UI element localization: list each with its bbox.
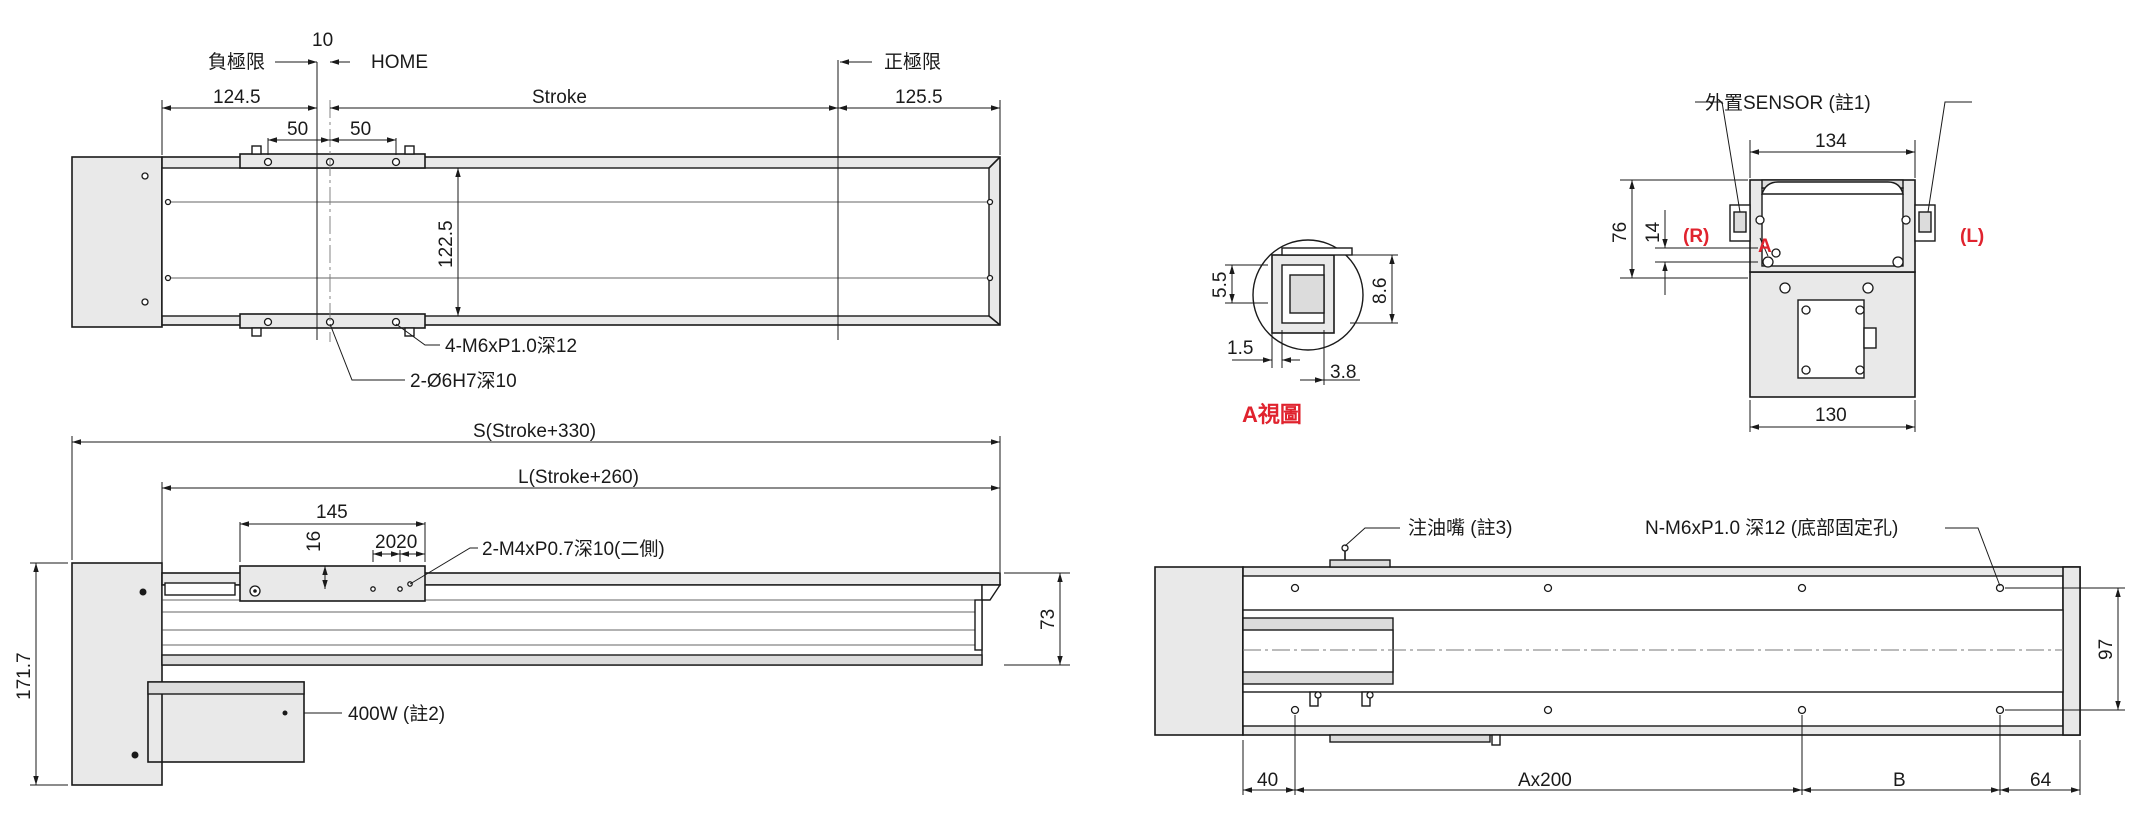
side-total-len: S(Stroke+330) [473, 421, 596, 442]
end-height: 76 [1610, 222, 1631, 243]
bottom-oil-port: 注油嘴 (註3) [1408, 517, 1513, 539]
end-marker-l: (L) [1960, 226, 1984, 247]
side-hole-offset: 16 [304, 531, 325, 552]
side-hole-pitch: 2020 [375, 532, 417, 553]
detail-dim-15: 1.5 [1227, 338, 1253, 359]
bottom-mount-holes: N-M6xP1.0 深12 (底部固定孔) [1645, 517, 1898, 539]
bottom-dim-ax200: Ax200 [1518, 770, 1572, 791]
side-carriage-len: 145 [316, 502, 348, 523]
end-top-width: 134 [1815, 131, 1847, 152]
top-pin-holes: 2-Ø6H7深10 [410, 370, 517, 392]
side-motor-block [71, 562, 163, 786]
side-height-body: 73 [1038, 609, 1059, 630]
bottom-dim-64: 64 [2030, 770, 2052, 791]
side-motor [147, 681, 305, 763]
top-home-offset: 10 [312, 30, 333, 51]
detail-dim-86: 8.6 [1370, 278, 1391, 304]
top-left-len: 124.5 [213, 87, 261, 108]
end-small-height: 14 [1643, 221, 1664, 243]
side-holes: 2-M4xP0.7深10(二側) [482, 538, 665, 560]
side-height-total: 171.7 [14, 652, 35, 700]
bottom-dim-97: 97 [2096, 639, 2117, 660]
top-stroke: Stroke [532, 87, 587, 108]
top-right-len: 125.5 [895, 87, 943, 108]
detail-dim-55: 5.5 [1210, 272, 1231, 298]
top-pos-limit: 正極限 [884, 51, 941, 73]
side-motor-label: 400W (註2) [348, 703, 445, 725]
side-view: S(Stroke+330) L(Stroke+260) 145 16 2020 … [14, 421, 1070, 786]
detail-a-view: 5.5 8.6 1.5 3.8 A視圖 [1210, 239, 1398, 427]
top-pitch-left: 50 [287, 119, 308, 140]
top-home: HOME [371, 52, 428, 73]
top-pitch-right: 50 [350, 119, 371, 140]
end-view: 外置SENSOR (註1) 134 76 14 (R) (L) A 130 [1610, 92, 1984, 432]
top-neg-limit: 負極限 [208, 51, 265, 73]
end-bottom-width: 130 [1815, 405, 1847, 426]
end-marker-r: (R) [1683, 226, 1709, 247]
top-width: 122.5 [436, 220, 457, 268]
bottom-dim-b: B [1893, 770, 1906, 791]
end-sensor-label: 外置SENSOR (註1) [1705, 92, 1871, 114]
top-tap-holes: 4-M6xP1.0深12 [445, 335, 577, 357]
detail-dim-38: 3.8 [1330, 362, 1356, 383]
bottom-view: 注油嘴 (註3) N-M6xP1.0 深12 (底部固定孔) 40 Ax200 … [1154, 517, 2125, 795]
top-view: 負極限 10 HOME 正極限 124.5 Stroke 125.5 50 50… [71, 30, 1001, 392]
side-carriage [239, 565, 426, 602]
bottom-motor-block [1154, 566, 1244, 736]
detail-title: A視圖 [1242, 402, 1302, 427]
end-marker-a: A [1758, 236, 1772, 257]
side-body-len: L(Stroke+260) [518, 467, 639, 488]
top-motor-block [71, 156, 163, 328]
bottom-dim-40: 40 [1257, 770, 1278, 791]
